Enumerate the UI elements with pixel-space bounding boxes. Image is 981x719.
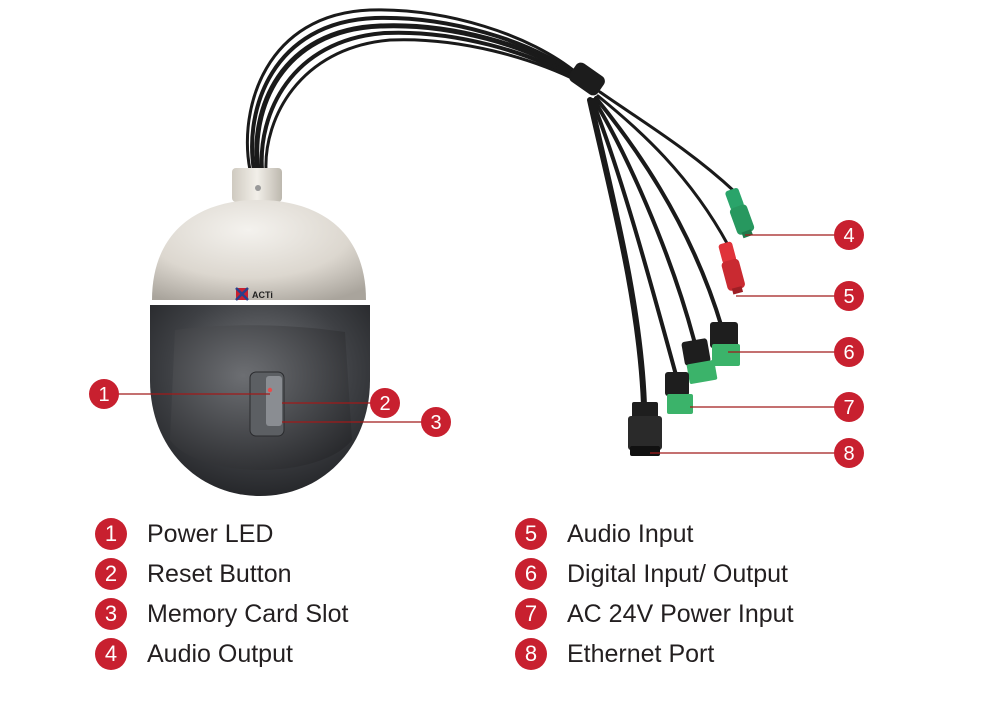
- callout-leaders: [115, 234, 835, 454]
- camera-body: ACTi: [150, 168, 370, 496]
- svg-text:2: 2: [379, 393, 390, 415]
- cable-splitter: [569, 62, 605, 96]
- svg-text:5: 5: [843, 286, 854, 308]
- svg-text:7: 7: [843, 397, 854, 419]
- audio-input-plug: [718, 241, 745, 295]
- ethernet-connector: [628, 402, 662, 456]
- callout-badge-6: 6: [834, 337, 864, 367]
- svg-text:3: 3: [430, 412, 441, 434]
- callout-badge-8: 8: [834, 438, 864, 468]
- mount-collar: [232, 168, 282, 202]
- callout-badge-1: 1: [89, 379, 119, 409]
- callout-badge-4: 4: [834, 220, 864, 250]
- dome-housing-top: [152, 200, 366, 300]
- svg-text:4: 4: [843, 225, 854, 247]
- svg-text:8: 8: [843, 443, 854, 465]
- digital-io-connector: [681, 322, 740, 384]
- power-connector: [665, 372, 693, 414]
- svg-text:ACTi: ACTi: [252, 290, 273, 300]
- cable-bundle: [245, 8, 582, 173]
- branch-cables: [587, 90, 737, 408]
- callout-badge-7: 7: [834, 392, 864, 422]
- callout-badge-3: 3: [421, 407, 451, 437]
- callout-badge-2: 2: [370, 388, 400, 418]
- callout-badges: 1 2 3 4 5 6 7 8: [89, 220, 864, 468]
- audio-output-plug: [725, 188, 755, 239]
- acti-logo: ACTi: [235, 287, 273, 301]
- svg-text:1: 1: [98, 384, 109, 406]
- svg-text:6: 6: [843, 342, 854, 364]
- callout-badge-5: 5: [834, 281, 864, 311]
